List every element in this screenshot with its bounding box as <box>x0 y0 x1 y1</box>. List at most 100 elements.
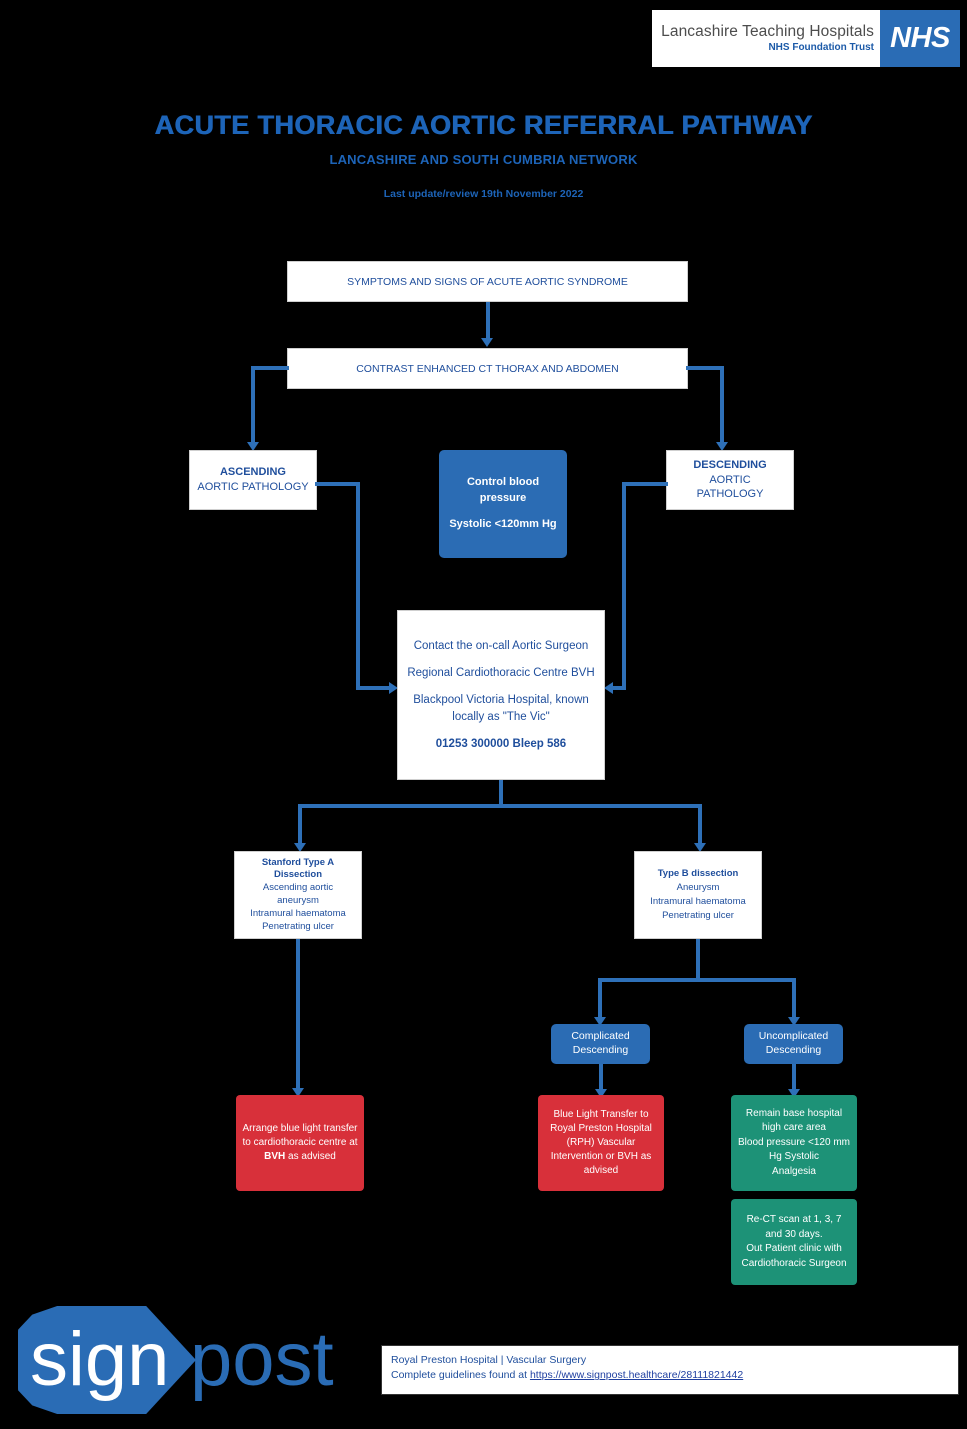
complicated-line2: Descending <box>572 1044 629 1056</box>
arrowhead-descending-to-contact <box>604 682 613 694</box>
node-blood-pressure-control: Control blood pressure Systolic <120mm H… <box>439 450 567 558</box>
arrowhead-to-type-b <box>694 843 706 852</box>
connector-type-b-left <box>598 978 602 1020</box>
arrowhead-ascending-to-contact <box>389 682 398 694</box>
complicated-line1: Complicated <box>571 1030 630 1043</box>
node-descending-rest2: PATHOLOGY <box>696 488 764 501</box>
signpost-logo-sign: sign <box>30 1317 170 1402</box>
node-action-uncomplicated-remain: Remain base hospital high care area Bloo… <box>731 1095 857 1191</box>
node-ascending-text: ASCENDING AORTIC PATHOLOGY <box>190 461 316 499</box>
footer-credit-line1: Royal Preston Hospital | Vascular Surger… <box>391 1354 587 1366</box>
arrowhead-uncomplicated-action <box>788 1089 800 1098</box>
node-ascending-pathology: ASCENDING AORTIC PATHOLOGY <box>189 450 317 510</box>
page-title: ACUTE THORACIC AORTIC REFERRAL PATHWAY <box>154 110 813 140</box>
uncomp1-line-4: Analgesia <box>772 1165 816 1177</box>
type-b-item-2: Penetrating ulcer <box>662 909 734 921</box>
type-a-title1: Stanford Type A <box>261 856 335 868</box>
connector-descending-v <box>622 482 626 690</box>
node-descending-bold: DESCENDING <box>693 458 767 471</box>
contact-phone: 01253 300000 Bleep 586 <box>435 737 567 750</box>
arrowhead-to-ct <box>481 338 493 347</box>
connector-uncomplicated-down <box>792 1064 796 1092</box>
uncomp2-line-3: Cardiothoracic Surgeon <box>741 1257 847 1269</box>
node-action-uncomp1-text: Remain base hospital high care area Bloo… <box>731 1103 857 1184</box>
node-ct-scan: CONTRAST ENHANCED CT THORAX AND ABDOMEN <box>287 348 688 389</box>
node-bp-line2: Systolic <120mm Hg <box>449 518 557 531</box>
node-uncomplicated-text: Uncomplicated Descending <box>744 1026 843 1061</box>
arrowhead-to-ascending <box>247 442 259 451</box>
node-action-type-a: Arrange blue light transfer to cardiotho… <box>236 1095 364 1191</box>
uncomplicated-line2: Descending <box>765 1044 822 1056</box>
node-contact-text: Contact the on-call Aortic Surgeon Regio… <box>398 634 604 755</box>
arrowhead-type-a-action <box>292 1088 304 1097</box>
connector-type-a-down <box>296 939 300 1091</box>
nhs-foundation-label: NHS Foundation Trust <box>768 41 874 53</box>
node-descending-rest: AORTIC <box>709 473 751 486</box>
type-a-title2: Dissection <box>273 869 323 881</box>
connector-ct-right-stub <box>686 366 724 370</box>
connector-ascending-h1 <box>315 482 360 486</box>
nhs-badge: NHS <box>880 10 960 67</box>
footer-credits: Royal Preston Hospital | Vascular Surger… <box>381 1345 959 1395</box>
connector-split-left <box>298 804 302 846</box>
connector-ct-right-vertical <box>720 366 724 444</box>
arrowhead-to-descending <box>716 442 728 451</box>
node-type-a-text: Stanford Type A Dissection Ascending aor… <box>235 853 361 938</box>
node-contact-aortic-surgeon: Contact the on-call Aortic Surgeon Regio… <box>397 610 605 780</box>
signpost-logo: sign post <box>18 1300 368 1415</box>
contact-line1: Contact the on-call Aortic Surgeon <box>413 640 589 653</box>
connector-complicated-down <box>599 1064 603 1092</box>
node-action-uncomplicated-followup: Re-CT scan at 1, 3, 7 and 30 days. Out P… <box>731 1199 857 1285</box>
nhs-trust-logo: Lancashire Teaching Hospitals NHS Founda… <box>652 10 960 67</box>
node-complicated-descending: Complicated Descending <box>551 1024 650 1064</box>
arrowhead-complicated-action <box>595 1089 607 1098</box>
arrowhead-to-uncomplicated <box>788 1017 800 1026</box>
uncomp2-line-0: Re-CT scan at 1, 3, 7 <box>746 1214 842 1225</box>
node-ascending-bold: ASCENDING <box>219 466 286 479</box>
contact-line3: Blackpool Victoria Hospital, known <box>413 694 589 707</box>
arrowhead-to-complicated <box>594 1017 606 1026</box>
node-symptoms-label: SYMPTOMS AND SIGNS OF ACUTE AORTIC SYNDR… <box>347 275 628 288</box>
node-type-b-text: Type B dissection Aneurysm Intramural ha… <box>635 863 761 926</box>
page-subtitle: LANCASHIRE AND SOUTH CUMBRIA NETWORK <box>329 152 638 167</box>
node-ascending-rest: AORTIC PATHOLOGY <box>197 481 309 493</box>
last-updated-text: Last update/review 19th November 2022 <box>383 188 584 200</box>
node-stanford-type-a: Stanford Type A Dissection Ascending aor… <box>234 851 362 939</box>
contact-line2: Regional Cardiothoracic Centre BVH <box>407 667 595 680</box>
type-a-item-2: Intramural haematoma <box>250 907 346 919</box>
uncomp1-line-2: Blood pressure <120 mm <box>737 1136 850 1148</box>
node-bp-text: Control blood pressure Systolic <120mm H… <box>439 471 567 536</box>
type-a-item-0: Ascending aortic <box>262 882 334 894</box>
node-type-b-dissection: Type B dissection Aneurysm Intramural ha… <box>634 851 762 939</box>
uncomp2-line-2: Out Patient clinic with <box>746 1243 842 1254</box>
uncomplicated-line1: Uncomplicated <box>758 1030 829 1043</box>
arrowhead-to-type-a <box>294 843 306 852</box>
node-complicated-text: Complicated Descending <box>551 1026 650 1061</box>
connector-ct-left-stub <box>251 366 289 370</box>
connector-contact-down <box>499 780 503 808</box>
signpost-logo-post: post <box>190 1317 334 1402</box>
nhs-trust-name: Lancashire Teaching Hospitals <box>661 23 874 41</box>
connector-descending-h2 <box>612 686 626 690</box>
type-a-item-1: aneurysm <box>277 895 319 906</box>
connector-ascending-h2 <box>356 686 392 690</box>
action-a-post: as advised <box>285 1151 336 1162</box>
uncomp1-line-3: Hg Systolic <box>768 1151 819 1163</box>
node-descending-pathology: DESCENDING AORTIC PATHOLOGY <box>666 450 794 510</box>
contact-line4: locally as "The Vic" <box>452 710 550 723</box>
node-action-complicated: Blue Light Transfer to Royal Preston Hos… <box>538 1095 664 1191</box>
connector-split-right <box>698 804 702 846</box>
connector-split-bus <box>298 804 702 808</box>
connector-ascending-v <box>356 482 360 690</box>
action-a-bold: BVH <box>264 1151 286 1162</box>
action-a-pre: Arrange blue light transfer to cardiotho… <box>242 1123 358 1148</box>
uncomp1-line-1: high care area <box>762 1122 826 1134</box>
node-action-uncomp2-text: Re-CT scan at 1, 3, 7 and 30 days. Out P… <box>731 1209 857 1275</box>
node-ct-scan-label: CONTRAST ENHANCED CT THORAX AND ABDOMEN <box>356 362 619 375</box>
uncomp1-line-0: Remain base hospital <box>745 1107 843 1119</box>
nhs-badge-text: NHS <box>890 22 950 54</box>
node-action-type-a-text: Arrange blue light transfer to cardiotho… <box>236 1118 364 1168</box>
connector-type-b-bus <box>598 978 796 982</box>
footer-guidelines-link[interactable]: https://www.signpost.healthcare/28111821… <box>529 1369 744 1382</box>
